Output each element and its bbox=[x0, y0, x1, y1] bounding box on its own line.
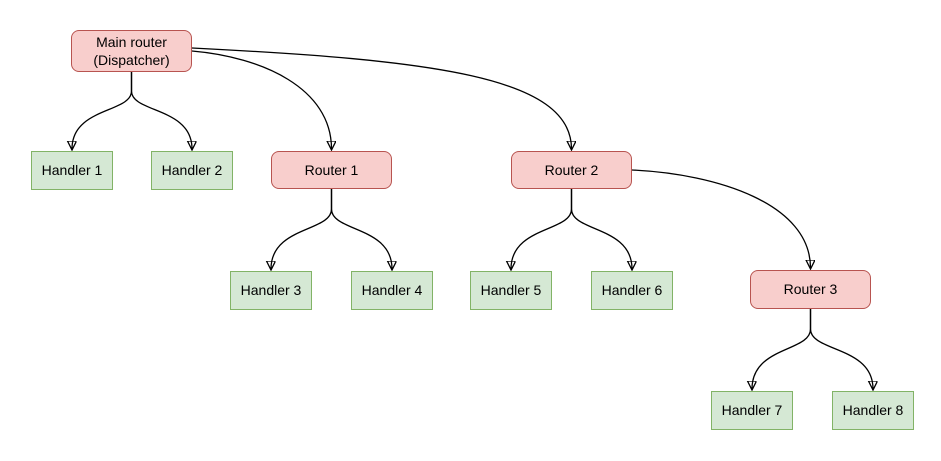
node-handler-7-label: Handler 7 bbox=[721, 402, 783, 419]
edge-router2-to-handler5 bbox=[511, 189, 573, 269]
node-handler-4: Handler 4 bbox=[351, 271, 433, 310]
edge-router2-to-handler6 bbox=[570, 189, 633, 269]
node-handler-2-label: Handler 2 bbox=[161, 162, 223, 179]
node-handler-7: Handler 7 bbox=[711, 391, 793, 430]
edge-main-router-to-router1 bbox=[191, 50, 332, 149]
node-handler-4-label: Handler 4 bbox=[361, 282, 423, 299]
node-handler-1: Handler 1 bbox=[31, 151, 113, 190]
node-main-router: Main router (Dispatcher) bbox=[71, 30, 192, 72]
edge-router3-to-handler8 bbox=[809, 309, 874, 389]
node-handler-8: Handler 8 bbox=[832, 391, 914, 430]
edge-router1-to-handler3 bbox=[271, 189, 333, 269]
edge-router1-to-handler4 bbox=[330, 189, 393, 269]
node-main-router-label: Main router (Dispatcher) bbox=[93, 33, 170, 68]
node-router-2: Router 2 bbox=[511, 151, 632, 189]
node-handler-6: Handler 6 bbox=[591, 271, 673, 310]
node-router-3: Router 3 bbox=[750, 270, 871, 309]
node-handler-5-label: Handler 5 bbox=[480, 282, 542, 299]
node-handler-5: Handler 5 bbox=[470, 271, 552, 310]
node-handler-3: Handler 3 bbox=[230, 271, 312, 310]
edge-main-router-to-router2 bbox=[191, 47, 572, 149]
edge-router3-to-handler7 bbox=[752, 309, 812, 389]
edge-main-router-to-handler1 bbox=[72, 72, 133, 149]
node-handler-1-label: Handler 1 bbox=[41, 162, 103, 179]
edge-router2-to-router3 bbox=[631, 169, 811, 268]
node-handler-2: Handler 2 bbox=[151, 151, 233, 190]
node-router-3-label: Router 3 bbox=[783, 281, 838, 298]
node-handler-8-label: Handler 8 bbox=[842, 402, 904, 419]
node-router-1-label: Router 1 bbox=[304, 161, 359, 178]
node-handler-6-label: Handler 6 bbox=[601, 282, 663, 299]
node-handler-3-label: Handler 3 bbox=[240, 282, 302, 299]
node-router-1: Router 1 bbox=[271, 151, 392, 189]
edge-main-router-to-handler2 bbox=[130, 72, 193, 149]
node-router-2-label: Router 2 bbox=[544, 161, 599, 178]
